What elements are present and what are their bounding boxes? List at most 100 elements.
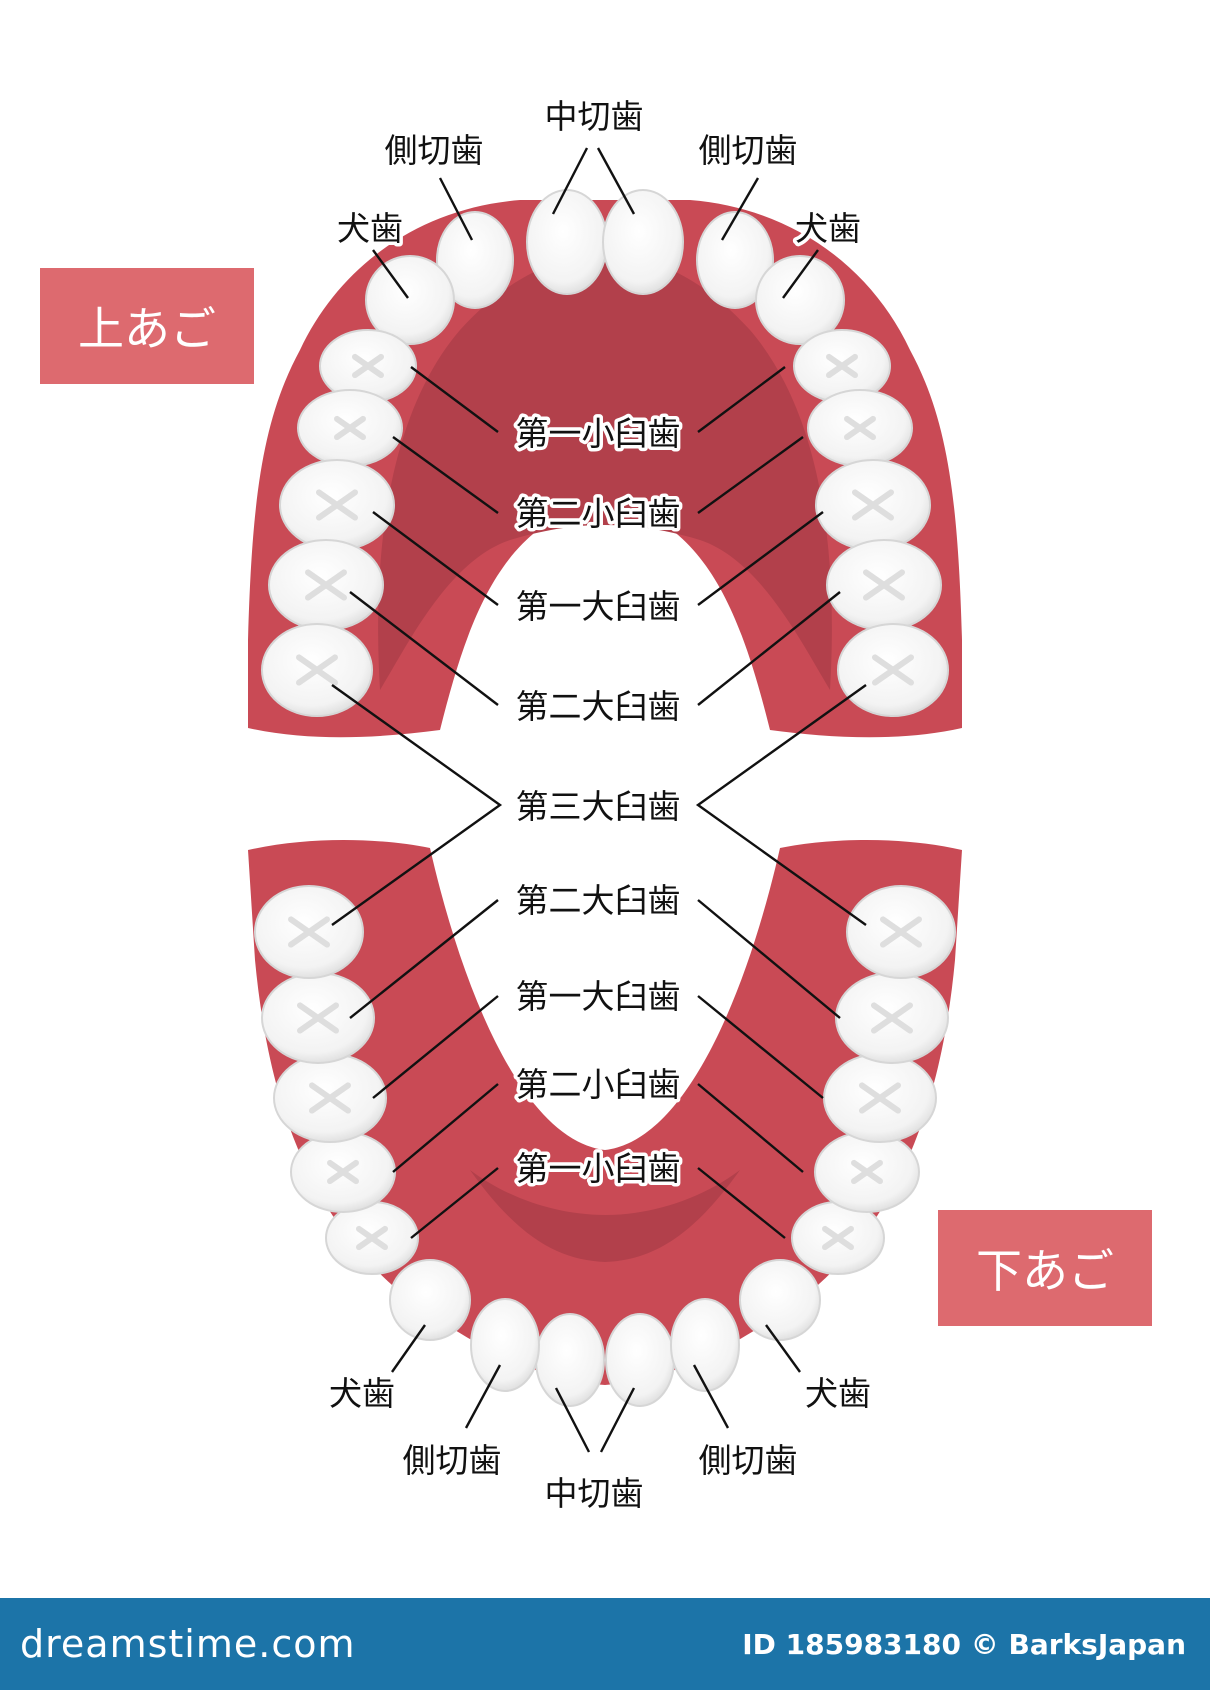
upper-left-canine-tooth-body <box>365 255 455 345</box>
upper-left-central-incisor-tooth-body <box>526 189 608 295</box>
label-lower-first-molar: 第一大臼歯 <box>516 977 681 1016</box>
upper-left-first-molar-tooth <box>279 459 395 551</box>
line-lower-m2-right <box>697 899 841 1019</box>
label-lower-first-premolar: 第一小臼歯 <box>516 1149 681 1188</box>
lower-jaw-tag: 下あご <box>938 1210 1152 1326</box>
line-lower-pm1-right <box>697 1167 786 1239</box>
label-upper-second-molar: 第二大臼歯 <box>516 687 681 726</box>
lower-right-canine-tooth-body <box>739 1259 821 1341</box>
upper-right-canine-tooth <box>755 255 845 345</box>
lower-left-central-incisor-tooth-body <box>535 1313 605 1407</box>
line-upper-canine-right <box>782 249 819 299</box>
line-upper-lateral-left <box>438 177 474 241</box>
upper-right-lateral-incisor-tooth <box>696 211 774 309</box>
line-lower-lateral-right <box>692 1364 730 1429</box>
label-upper-first-molar: 第一大臼歯 <box>516 587 681 626</box>
lower-left-second-molar-tooth <box>261 972 375 1064</box>
line-upper-central-right <box>596 147 636 215</box>
upper-left-second-molar-tooth-groove <box>305 569 347 601</box>
upper-left-central-incisor-tooth <box>526 189 608 295</box>
label-upper-central-incisor: 中切歯 <box>545 97 644 136</box>
footer-image-credit: ID 185983180 © BarksJapan <box>742 1628 1186 1661</box>
footer-site-logo: dreamstime.com <box>20 1622 356 1666</box>
lower-left-second-premolar-tooth <box>290 1131 396 1213</box>
stock-footer-bar: dreamstime.com ID 185983180 © BarksJapan <box>0 1598 1210 1690</box>
upper-left-first-molar-tooth-groove <box>316 489 358 521</box>
teeth-diagram: 中切歯 側切歯 側切歯 犬歯 犬歯 第一小臼歯 第二小臼歯 第一大臼歯 第二大臼… <box>248 94 962 1517</box>
upper-left-third-molar-tooth-groove <box>296 654 338 686</box>
line-upper-pm1-left <box>410 366 499 433</box>
upper-right-first-molar-tooth <box>815 459 931 551</box>
line-upper-central-left <box>551 147 589 215</box>
line-lower-canine-left <box>391 1324 426 1373</box>
upper-left-second-premolar-tooth-groove <box>334 415 366 441</box>
line-lower-canine-right <box>765 1324 801 1373</box>
line-lower-central-left <box>554 1387 591 1453</box>
lower-right-first-molar-tooth-groove <box>859 1082 901 1114</box>
upper-right-central-incisor-tooth <box>602 189 684 295</box>
lower-left-first-premolar-tooth-groove <box>356 1225 388 1251</box>
upper-right-second-premolar-tooth <box>807 389 913 467</box>
lower-right-central-incisor-tooth-body <box>605 1313 675 1407</box>
lower-left-lateral-incisor-tooth <box>470 1298 540 1392</box>
lower-left-first-molar-tooth-groove <box>309 1082 351 1114</box>
line-lower-pm2-left <box>392 1083 499 1173</box>
lower-left-second-premolar-tooth-groove <box>327 1159 359 1185</box>
label-third-molar: 第三大臼歯 <box>516 787 681 826</box>
upper-arch-hole <box>490 565 720 740</box>
line-upper-m2-left <box>349 591 499 706</box>
upper-jaw-tag: 上あご <box>40 268 254 384</box>
line-lower-pm1-left <box>410 1167 499 1239</box>
upper-right-central-incisor-tooth-body <box>602 189 684 295</box>
label-lower-central-incisor: 中切歯 <box>545 1474 644 1513</box>
line-upper-pm1-right <box>697 366 786 433</box>
line-upper-m1-left <box>372 511 499 606</box>
label-lower-lateral-incisor-right: 側切歯 <box>699 1441 798 1480</box>
line-lower-lateral-left <box>464 1364 502 1429</box>
lower-right-second-premolar-tooth-groove <box>851 1159 883 1185</box>
line-lower-pm2-right <box>697 1083 804 1173</box>
label-upper-first-premolar: 第一小臼歯 <box>516 414 681 453</box>
lower-left-third-molar-tooth <box>254 885 364 979</box>
lower-left-canine-tooth <box>389 1259 471 1341</box>
lower-right-second-molar-tooth-groove <box>871 1002 913 1034</box>
teeth-layer <box>254 189 956 1407</box>
line-lower-central-right <box>599 1387 636 1453</box>
upper-right-second-premolar-tooth-groove <box>844 415 876 441</box>
label-upper-canine-right: 犬歯 <box>795 209 861 248</box>
lower-left-lateral-incisor-tooth-body <box>470 1298 540 1392</box>
upper-right-canine-tooth-body <box>755 255 845 345</box>
lower-floor <box>470 1170 740 1262</box>
upper-left-first-premolar-tooth <box>319 329 417 403</box>
label-upper-canine-left: 犬歯 <box>337 209 403 248</box>
lower-right-second-premolar-tooth <box>814 1131 920 1213</box>
label-lower-second-premolar: 第二小臼歯 <box>516 1065 681 1104</box>
line-upper-canine-left <box>372 249 409 299</box>
upper-left-lateral-incisor-tooth-body <box>436 211 514 309</box>
lower-right-lateral-incisor-tooth-body <box>670 1298 740 1392</box>
line-upper-m1-right <box>697 511 824 606</box>
upper-left-first-premolar-tooth-groove <box>352 353 384 379</box>
lower-left-first-premolar-tooth <box>325 1201 419 1275</box>
tooth-labels: 中切歯 側切歯 側切歯 犬歯 犬歯 第一小臼歯 第二小臼歯 第一大臼歯 第二大臼… <box>326 94 875 1517</box>
line-upper-pm2-right <box>697 436 804 514</box>
upper-right-first-molar-tooth-groove <box>852 489 894 521</box>
lower-right-central-incisor-tooth <box>605 1313 675 1407</box>
line-upper-m2-right <box>697 591 841 706</box>
upper-right-second-molar-tooth-groove <box>863 569 905 601</box>
lower-right-first-premolar-tooth <box>791 1201 885 1275</box>
lower-right-third-molar-tooth-groove <box>880 916 922 948</box>
upper-left-second-premolar-tooth <box>297 389 403 467</box>
lower-jaw <box>248 840 962 1385</box>
upper-left-canine-tooth <box>365 255 455 345</box>
line-m3-right <box>695 684 867 926</box>
line-lower-m1-left <box>372 995 499 1099</box>
label-lower-second-molar: 第二大臼歯 <box>516 881 681 920</box>
lower-gum <box>248 840 962 1385</box>
lower-left-first-molar-tooth <box>273 1053 387 1143</box>
label-lower-canine-right: 犬歯 <box>805 1374 871 1413</box>
lower-arch-hole <box>490 850 720 1145</box>
lower-right-first-premolar-tooth-groove <box>822 1225 854 1251</box>
upper-right-third-molar-tooth <box>837 623 949 717</box>
line-lower-m2-left <box>349 899 499 1019</box>
